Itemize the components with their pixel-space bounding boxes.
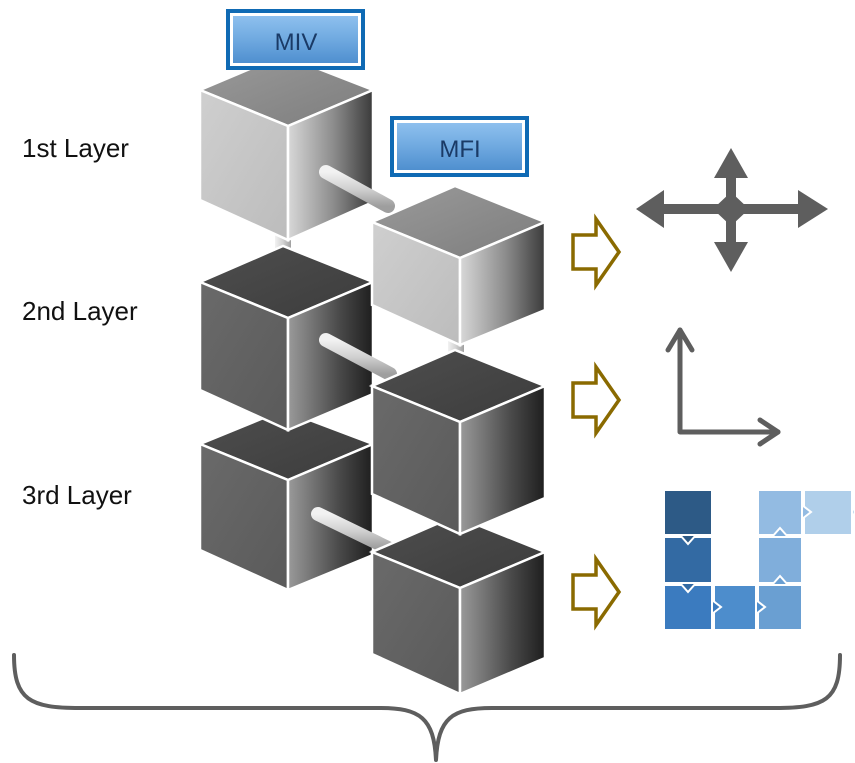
layer-label-3: 3rd Layer bbox=[22, 480, 132, 510]
cube-right-layer-3 bbox=[368, 514, 549, 696]
right-arrow-icon-layer-3 bbox=[571, 553, 622, 631]
cube-left-layer-1 bbox=[196, 53, 377, 242]
cube-right-layer-2 bbox=[368, 348, 549, 536]
horizontal-connector-3 bbox=[311, 507, 395, 555]
cube-left-layer-3 bbox=[196, 408, 377, 592]
move-arrows-icon bbox=[636, 148, 828, 272]
right-arrow-icon-layer-2 bbox=[571, 361, 622, 439]
bottom-curly-brace bbox=[12, 653, 842, 762]
tag-mfi-label: MFI bbox=[439, 136, 480, 163]
puzzle-path-icon bbox=[663, 489, 855, 631]
tag-miv-label: MIV bbox=[275, 29, 318, 56]
cube-left-layer-2 bbox=[196, 244, 377, 432]
layer-label-2: 2nd Layer bbox=[22, 296, 138, 326]
layer-label-1: 1st Layer bbox=[22, 133, 129, 163]
right-arrow-icon-layer-1 bbox=[571, 213, 622, 291]
horizontal-connector-1 bbox=[319, 165, 395, 213]
tag-miv: MIV bbox=[226, 9, 365, 70]
cube-right-layer-1 bbox=[368, 184, 549, 347]
horizontal-connector-2 bbox=[319, 333, 397, 381]
tag-mfi: MFI bbox=[390, 116, 529, 177]
axes-icon bbox=[665, 327, 781, 447]
